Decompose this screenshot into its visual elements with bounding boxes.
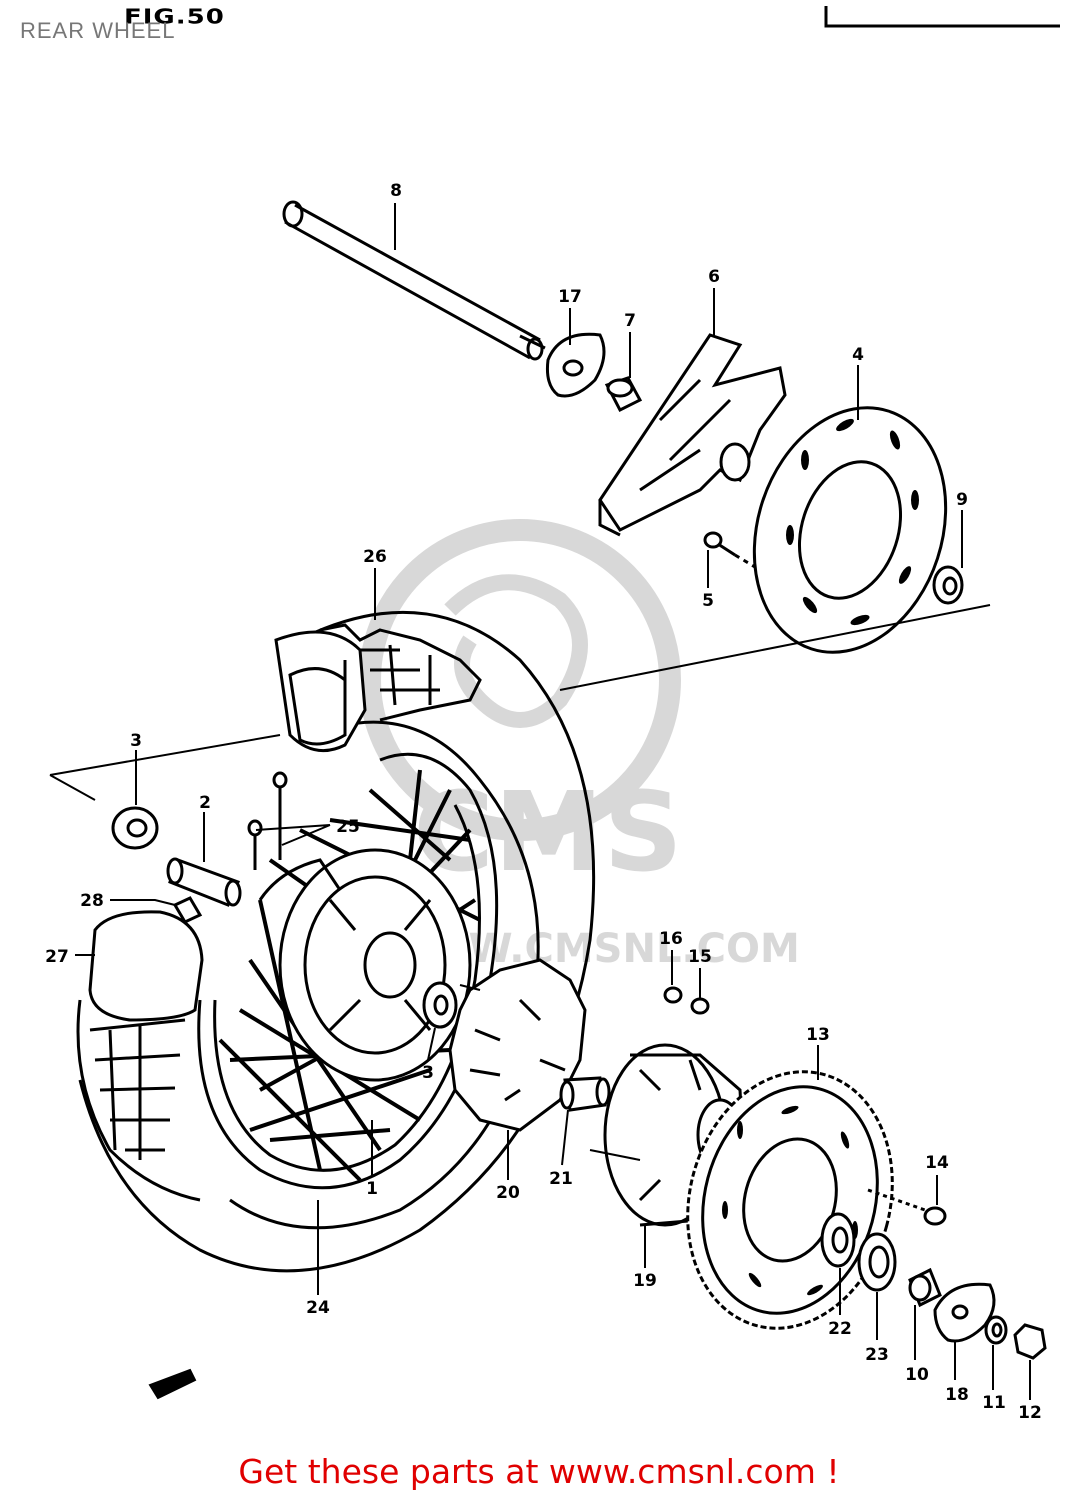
callout-4: 4 [852,345,864,365]
rim-band-valve [172,896,203,924]
callout-24: 24 [306,1298,330,1318]
watermark-brand: CMS [413,768,682,896]
sprocket-bolt [867,1188,947,1226]
disc-bolt [703,531,761,572]
bearing-left [111,806,159,850]
callout-14: 14 [925,1153,949,1173]
callout-2: 2 [199,793,211,813]
callout-15: 15 [688,947,712,967]
assembly-guides [49,604,991,1400]
disc-side-collar [932,565,964,605]
callout-22: 22 [828,1319,852,1339]
callout-12: 12 [1018,1403,1042,1423]
callout-6: 6 [708,267,720,287]
callout-3-right: 3 [422,1063,434,1083]
axle-spacer-right [908,1267,942,1308]
callout-9: 9 [956,490,968,510]
callout-25: 25 [336,817,360,837]
rear-hub [258,848,472,1082]
callout-17: 17 [558,287,582,307]
caliper-bracket [598,333,787,537]
callout-5: 5 [702,591,714,611]
figure-label: FIG.50 [124,5,225,29]
cmsnl-parts-link[interactable]: Get these parts at www.cmsnl.com ! [238,1452,840,1491]
callout-13: 13 [806,1025,830,1045]
callout-16: 16 [659,929,683,949]
rear-axle [282,200,546,361]
axle-washer [984,1315,1008,1345]
callout-18: 18 [945,1385,969,1405]
axle-nut [1013,1323,1047,1360]
callout-28: 28 [80,891,104,911]
leader-lines [75,203,1031,1400]
callout-8: 8 [390,181,402,201]
callout-19: 19 [633,1271,657,1291]
chain-adjuster-left [546,332,606,398]
frame-corner [824,6,1060,28]
callout-1: 1 [366,1179,378,1199]
callout-20: 20 [496,1183,520,1203]
page-title: REAR WHEEL [20,18,176,43]
callout-27: 27 [45,947,69,967]
inner-tube [76,910,204,1202]
bearing-right [422,981,458,1029]
sprocket-spacer [559,1076,611,1112]
callout-7: 7 [624,311,636,331]
brake-disc [752,406,948,654]
sprocket-nut [663,986,683,1004]
oil-seal [857,1232,897,1292]
collar [604,376,643,413]
chain-adjuster-right [933,1282,996,1343]
hub-spacer [166,857,242,907]
callout-26: 26 [363,547,387,567]
spoke-set [247,771,288,870]
sprocket-washer [690,997,710,1015]
bearing-sprocket-side [820,1212,856,1268]
callout-3-left: 3 [130,731,142,751]
callout-21: 21 [549,1169,573,1189]
callout-11: 11 [982,1393,1006,1413]
callout-10: 10 [905,1365,929,1385]
callout-23: 23 [865,1345,889,1365]
